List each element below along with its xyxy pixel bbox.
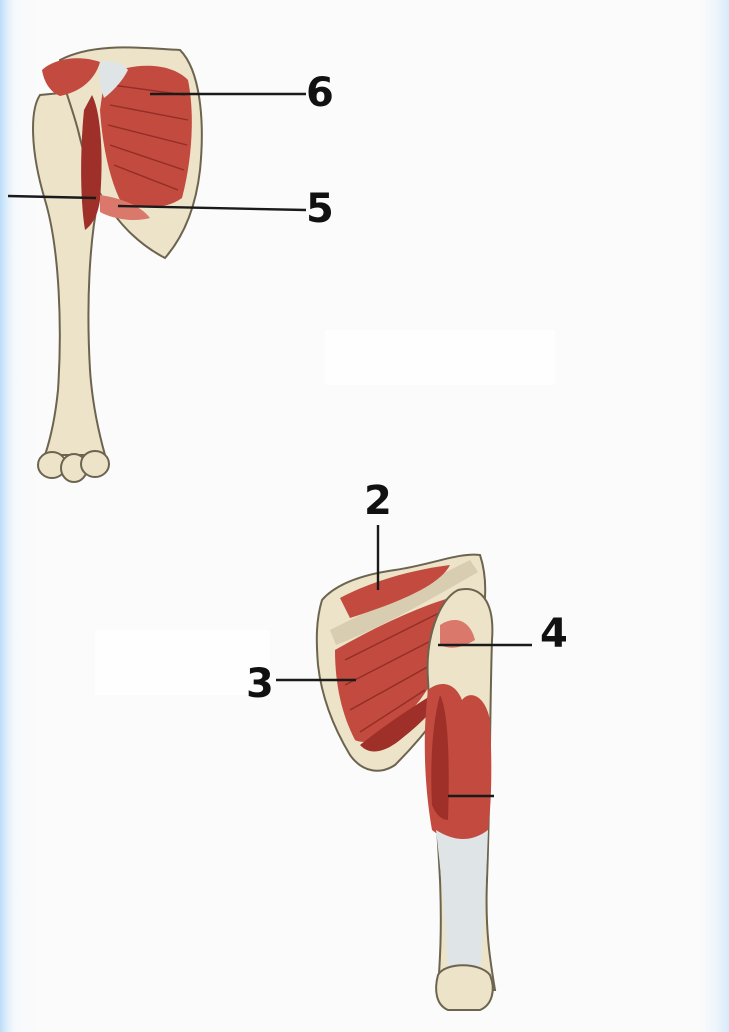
- blank-answer-box-1: [325, 330, 555, 385]
- humerus-condyles: [38, 451, 109, 482]
- label-2: 2: [364, 478, 392, 524]
- top-arm-illustration: [33, 47, 202, 482]
- label-4: 4: [540, 611, 568, 657]
- label-6: 6: [306, 70, 334, 116]
- label-3: 3: [246, 661, 274, 707]
- blank-answer-box-2: [95, 630, 270, 695]
- bottom-arm-illustration: [317, 555, 495, 1010]
- label-5: 5: [306, 186, 334, 232]
- olecranon: [436, 965, 493, 1010]
